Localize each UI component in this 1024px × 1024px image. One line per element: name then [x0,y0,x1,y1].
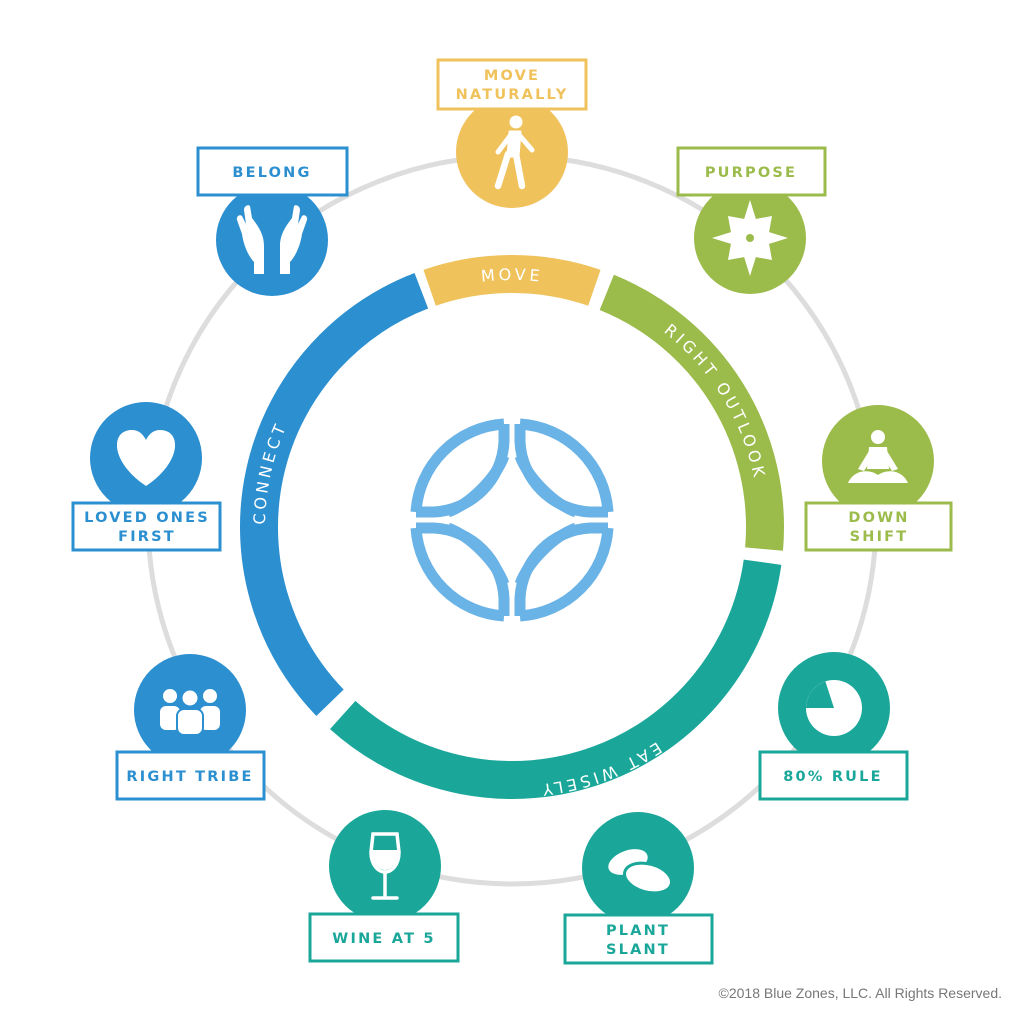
raised-hands-icon [236,205,308,274]
principle-circle [216,184,328,296]
principle-move-naturally: MOVE NATURALLY [436,58,588,208]
principle-purpose: PURPOSE [676,146,827,294]
walking-person-icon [494,115,535,190]
principle-label-line: WINE AT 5 [332,931,435,947]
segment-move-arc [423,255,601,306]
principle-label-line: SHIFT [850,529,909,545]
segment-connect-arc [240,273,429,716]
principle-belong: BELONG [196,146,349,296]
beans-icon [605,846,673,895]
principle-label-line: PURPOSE [705,165,797,181]
principle-down-shift: DOWN SHIFT [804,405,953,552]
principle-label-line: 80% RULE [783,769,882,785]
principle-label-box [196,146,349,197]
principle-label-box [308,912,460,963]
principle-loved-ones-first: LOVED ONES FIRST [71,402,222,552]
principle-label-box [758,750,909,801]
principle-label-line: PLANT [606,923,670,939]
principle-label-line: SLANT [606,942,670,958]
principle-label-line: NATURALLY [456,87,569,103]
principle-label-line: BELONG [232,165,311,181]
principle-label-box [71,501,222,552]
heart-icon [116,430,176,486]
inner-ring: MOVE RIGHT OUTLOOK EAT WISELY CONNECT [240,255,784,800]
principle-label-box [436,58,588,111]
copyright-notice: ©2018 Blue Zones, LLC. All Rights Reserv… [719,985,1002,1001]
group-of-people-icon [160,688,220,736]
wine-glass-icon [369,832,401,900]
blue-zones-logo-icon [410,418,614,622]
segment-right-outlook-arc [599,274,784,551]
principle-label-box [804,501,953,552]
principle-label-line: RIGHT TRIBE [126,769,253,785]
principle-label-line: DOWN [848,510,909,526]
principle-label-box [676,146,827,197]
principle-label-line: MOVE [484,68,540,84]
segment-label-move: MOVE [480,265,544,286]
compass-star-icon [712,200,788,276]
principle-80-percent-rule: 80% RULE [758,652,909,801]
principle-label-line: FIRST [118,529,176,545]
principle-wine-at-5: WINE AT 5 [308,810,460,963]
principle-label-line: LOVED ONES [84,510,210,526]
principle-label-box [115,750,266,801]
principle-label-box [563,913,714,965]
meditation-icon [848,430,908,483]
principle-plant-slant: PLANT SLANT [563,812,714,965]
pie-chart-icon [806,680,862,736]
segment-eat-wisely-arc [330,559,782,799]
principle-right-tribe: RIGHT TRIBE [115,654,266,801]
